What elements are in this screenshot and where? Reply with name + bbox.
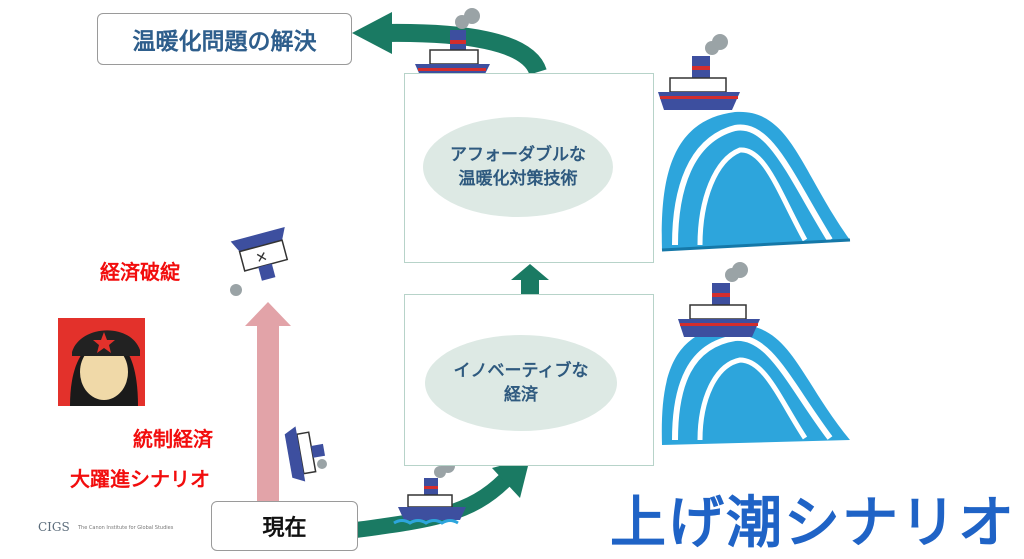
svg-text:✕: ✕ xyxy=(254,249,269,267)
upper-box-label: アフォーダブルな 温暖化対策技術 xyxy=(423,117,613,217)
portrait-image xyxy=(58,318,145,406)
smoke-capsized xyxy=(230,284,242,296)
ship-bottom xyxy=(393,459,466,525)
upper-box: アフォーダブルな 温暖化対策技術 xyxy=(404,73,654,263)
middle-up-arrow xyxy=(511,264,549,295)
label-controlled-economy: 統制経済 xyxy=(133,427,213,451)
label-economic-collapse: 経済破綻 xyxy=(100,260,180,284)
wave-lower xyxy=(661,324,850,445)
ship-wave-upper xyxy=(658,34,740,110)
ship-tilted xyxy=(284,426,326,482)
wave-upper xyxy=(661,111,851,252)
lower-box-label: イノベーティブな 経済 xyxy=(425,335,617,431)
current-box: 現在 xyxy=(211,501,358,551)
lower-box: イノベーティブな 経済 xyxy=(404,294,654,466)
label-great-leap: 大躍進シナリオ xyxy=(70,467,210,491)
smoke xyxy=(317,459,327,469)
ship-capsized: ✕ xyxy=(230,227,289,281)
scenario-title: 上げ潮シナリオ xyxy=(610,491,1016,556)
pink-arrow xyxy=(245,302,291,502)
goal-arrow xyxy=(352,12,547,76)
cigs-subtitle: The Canon Institute for Global Studies xyxy=(78,525,174,531)
cigs-logo: CIGS xyxy=(38,520,70,534)
goal-box: 温暖化問題の解決 xyxy=(97,13,352,65)
ship-wave-lower xyxy=(678,262,760,337)
